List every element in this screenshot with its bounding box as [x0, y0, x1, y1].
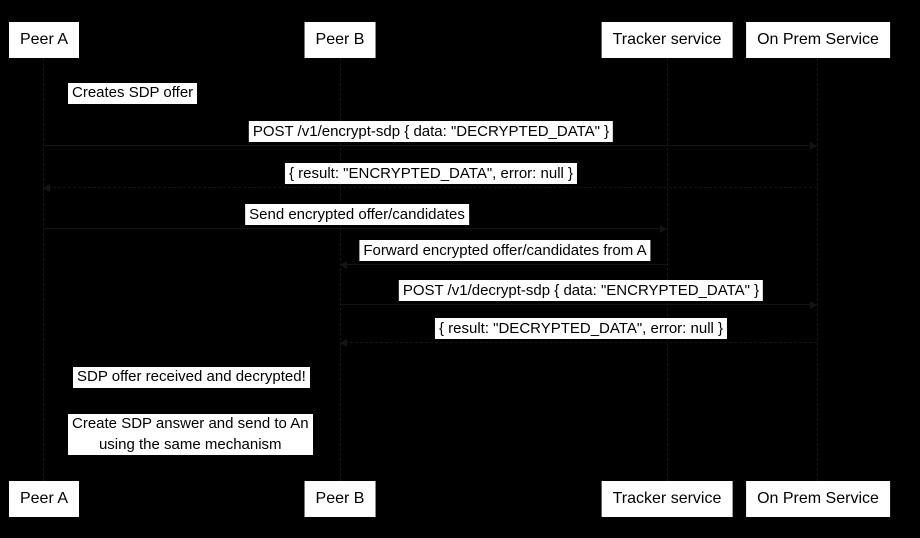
message-forward-encrypted-offer: Forward encrypted offer/candidates from …	[359, 240, 651, 261]
note-sdp-offer-received: SDP offer received and decrypted!	[73, 367, 310, 388]
participant-tracker-service-bottom: Tracker service	[601, 481, 733, 517]
arrow-post-decrypt-sdp	[340, 301, 817, 309]
note-creates-sdp-offer: Creates SDP offer	[68, 83, 198, 104]
note-create-sdp-answer: Create SDP answer and send to An using t…	[68, 414, 313, 455]
arrow-forward-encrypted-offer	[340, 261, 667, 269]
message-post-encrypt-sdp: POST /v1/encrypt-sdp { data: "DECRYPTED_…	[248, 121, 614, 142]
participant-tracker-service-top: Tracker service	[601, 22, 733, 58]
message-encrypt-response: { result: "ENCRYPTED_DATA", error: null …	[284, 163, 578, 184]
message-send-encrypted-offer: Send encrypted offer/candidates	[245, 204, 469, 225]
arrow-encrypt-response	[43, 184, 817, 192]
lifeline-tracker-service	[667, 58, 668, 481]
participant-on-prem-service-top: On Prem Service	[746, 22, 890, 58]
participant-peer-b-bottom: Peer B	[304, 481, 376, 517]
arrow-decrypt-response	[340, 339, 817, 347]
participant-peer-a-bottom: Peer A	[8, 481, 80, 517]
lifeline-on-prem-service	[817, 58, 818, 481]
lifeline-peer-a	[43, 58, 44, 481]
message-post-decrypt-sdp: POST /v1/decrypt-sdp { data: "ENCRYPTED_…	[398, 280, 764, 301]
participant-peer-a-top: Peer A	[8, 22, 80, 58]
lifeline-peer-b	[340, 58, 341, 481]
message-decrypt-response: { result: "DECRYPTED_DATA", error: null …	[434, 318, 728, 339]
participant-on-prem-service-bottom: On Prem Service	[746, 481, 890, 517]
arrow-post-encrypt-sdp	[43, 142, 817, 150]
participant-peer-b-top: Peer B	[304, 22, 376, 58]
arrow-send-encrypted-offer	[43, 225, 667, 233]
